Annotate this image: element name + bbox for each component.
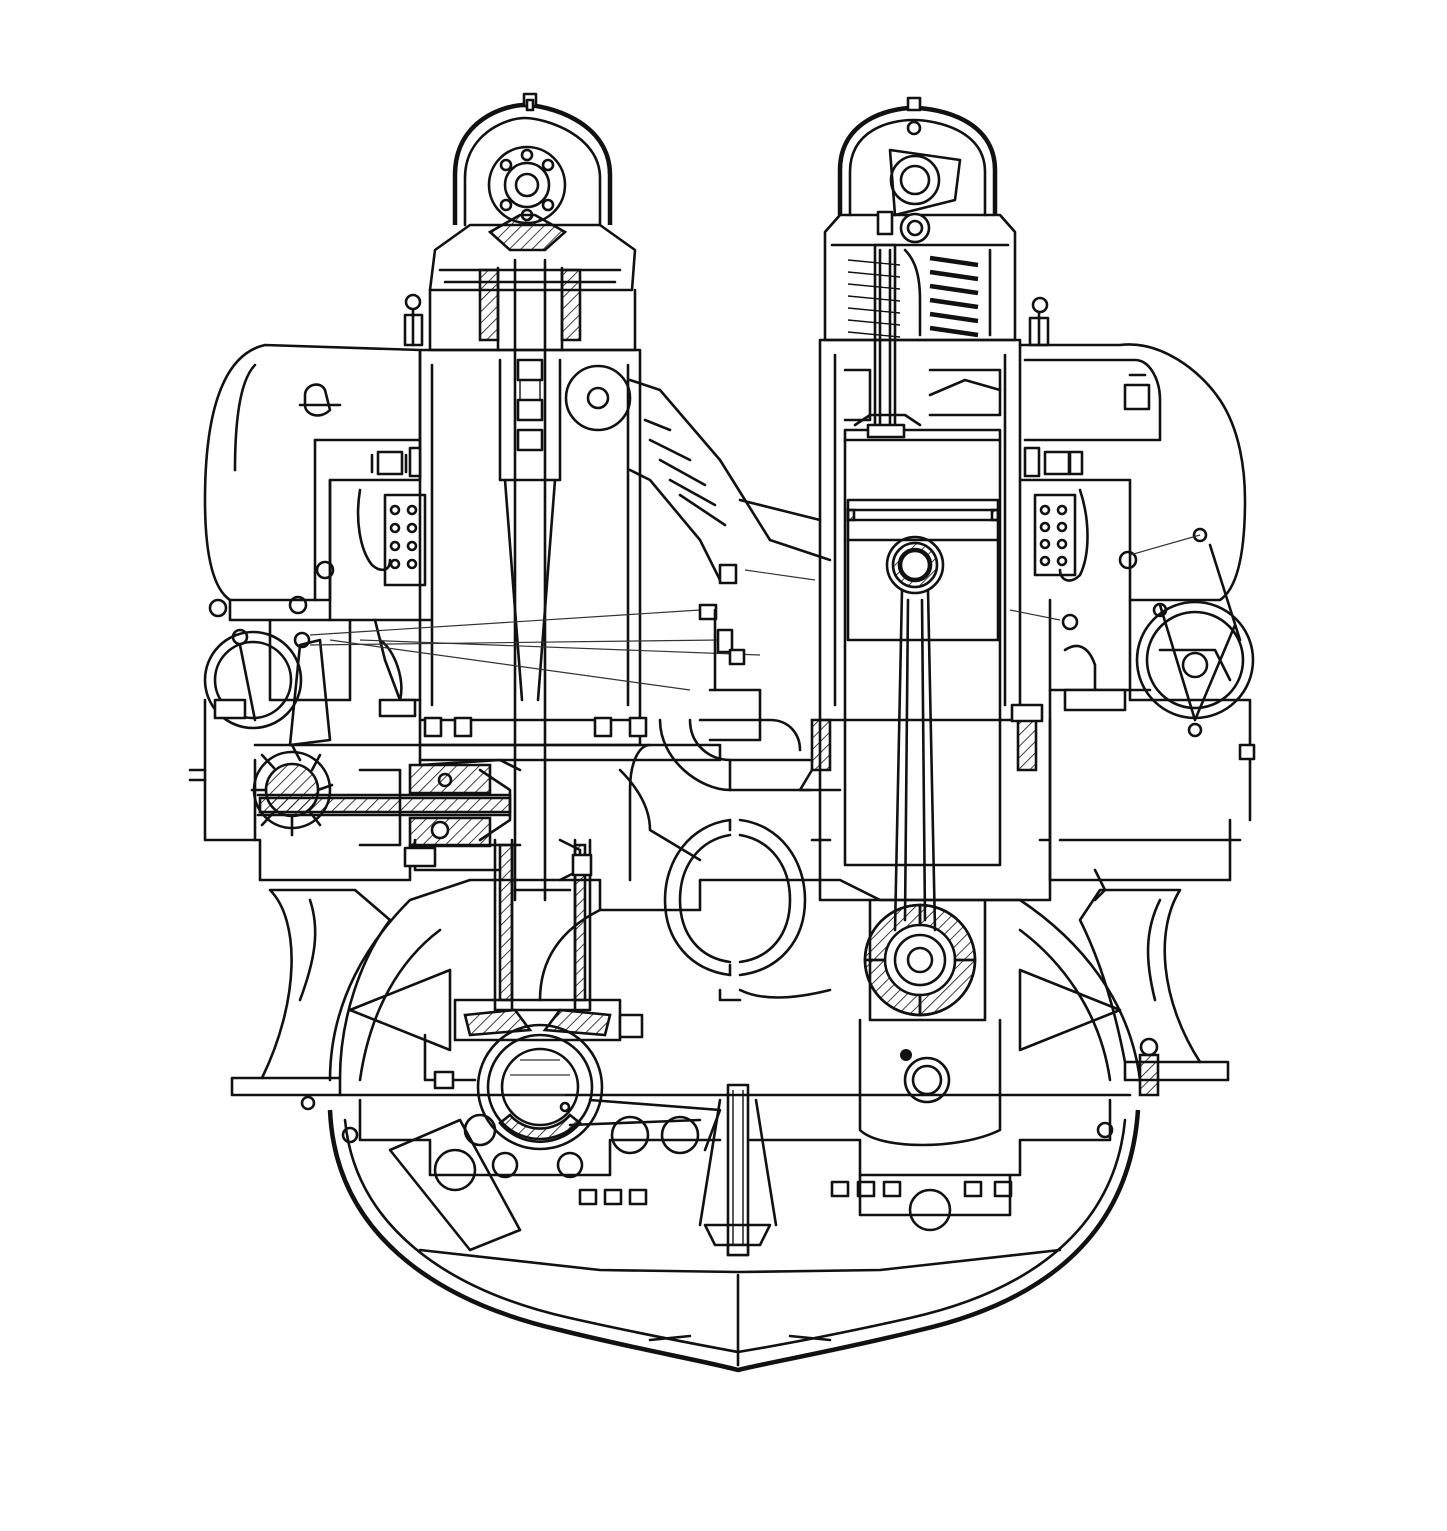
connecting-rod — [895, 590, 935, 930]
ignition-leads — [310, 535, 1200, 740]
horizontal-pump-shaft — [258, 765, 510, 846]
crankcase-bolts — [302, 1097, 1112, 1204]
pump-gear — [252, 745, 332, 835]
mounting-foot-left — [232, 890, 390, 1095]
cylinder-base-bolts — [420, 718, 720, 875]
centre-bearing-housing — [620, 720, 830, 1000]
right-auxiliary-housing — [1020, 298, 1254, 900]
oil-sump — [330, 1110, 1138, 1370]
left-cylinder — [405, 94, 830, 900]
lifting-eye-left — [405, 295, 422, 345]
right-camshaft — [878, 122, 960, 242]
left-crankshaft-journal — [425, 1015, 720, 1150]
piston — [848, 500, 998, 640]
left-camshaft-gear — [489, 147, 565, 250]
lower-drive-shaft-housing — [455, 840, 620, 1040]
mounting-foot-right — [1080, 890, 1228, 1095]
water-transfer-pipe — [566, 366, 830, 580]
left-auxiliary-housing — [205, 345, 430, 745]
connecting-rod-big-end — [860, 900, 1010, 1230]
crankcase-lightening-holes — [435, 1115, 698, 1190]
right-magneto-disc — [1137, 529, 1253, 736]
vertical-drive-shaft — [480, 260, 580, 900]
valve-springs — [848, 245, 990, 437]
centre-drain-stud — [700, 1085, 776, 1255]
crankcase — [302, 880, 1140, 1255]
right-cylinder — [800, 98, 1050, 1230]
left-pump-gear-assembly — [190, 700, 520, 880]
